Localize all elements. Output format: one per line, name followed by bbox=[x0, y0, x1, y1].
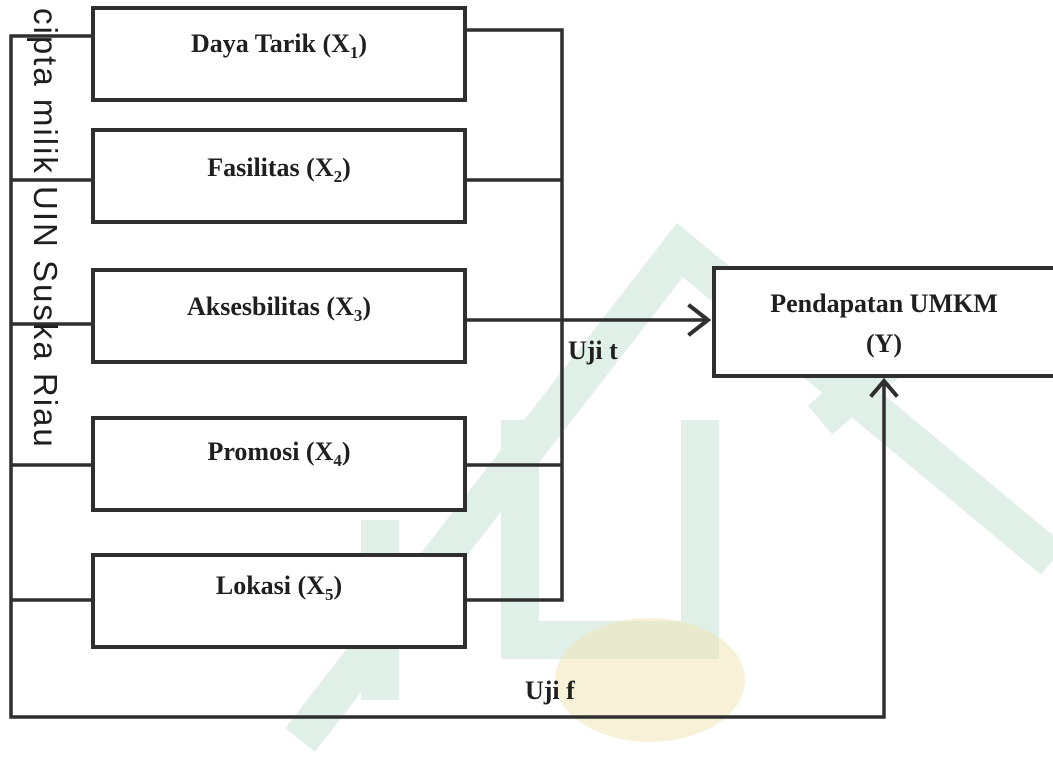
variable-box-x2: Fasilitas (X2) bbox=[91, 128, 467, 224]
variable-label-x4: Promosi (X4) bbox=[207, 437, 350, 470]
variable-label-x3: Aksesbilitas (X3) bbox=[187, 292, 371, 325]
variable-box-x3: Aksesbilitas (X3) bbox=[91, 268, 467, 364]
variable-box-frame bbox=[91, 128, 467, 224]
variable-box-x5: Lokasi (X5) bbox=[91, 553, 467, 649]
simultaneous-arrowhead bbox=[869, 377, 899, 398]
variable-box-frame bbox=[91, 553, 467, 649]
variable-box-frame bbox=[91, 268, 467, 364]
partial-bus-line bbox=[465, 28, 564, 602]
variable-label-x5: Lokasi (X5) bbox=[216, 571, 342, 604]
dependent-variable-title: Pendapatan UMKM bbox=[770, 289, 998, 318]
arrowheads bbox=[687, 303, 899, 398]
emblem-inner-shape bbox=[501, 420, 719, 659]
vertical-watermark: cipta milik UIN Suska Riau bbox=[27, 8, 64, 449]
background-seal bbox=[555, 618, 745, 742]
simultaneous-test-label: Uji f bbox=[525, 676, 575, 705]
dependent-variable-symbol: (Y) bbox=[866, 329, 902, 358]
independent-variables: Daya Tarik (X1) Fasilitas (X2) Aksesbili… bbox=[91, 6, 467, 649]
dependent-variable-box: Pendapatan UMKM (Y) bbox=[712, 266, 1053, 378]
connector-lines bbox=[9, 28, 886, 719]
variable-box-x4: Promosi (X4) bbox=[91, 416, 467, 512]
variable-box-frame bbox=[91, 6, 467, 102]
partial-test-label: Uji t bbox=[568, 336, 618, 365]
dependent-variable-frame bbox=[712, 266, 1053, 378]
partial-arrowhead bbox=[687, 303, 712, 337]
variable-box-x1: Daya Tarik (X1) bbox=[91, 6, 467, 102]
variable-box-frame bbox=[91, 416, 467, 512]
simultaneous-bus-line bbox=[9, 34, 886, 719]
variable-label-x1: Daya Tarik (X1) bbox=[191, 29, 367, 62]
variable-label-x2: Fasilitas (X2) bbox=[207, 153, 351, 186]
